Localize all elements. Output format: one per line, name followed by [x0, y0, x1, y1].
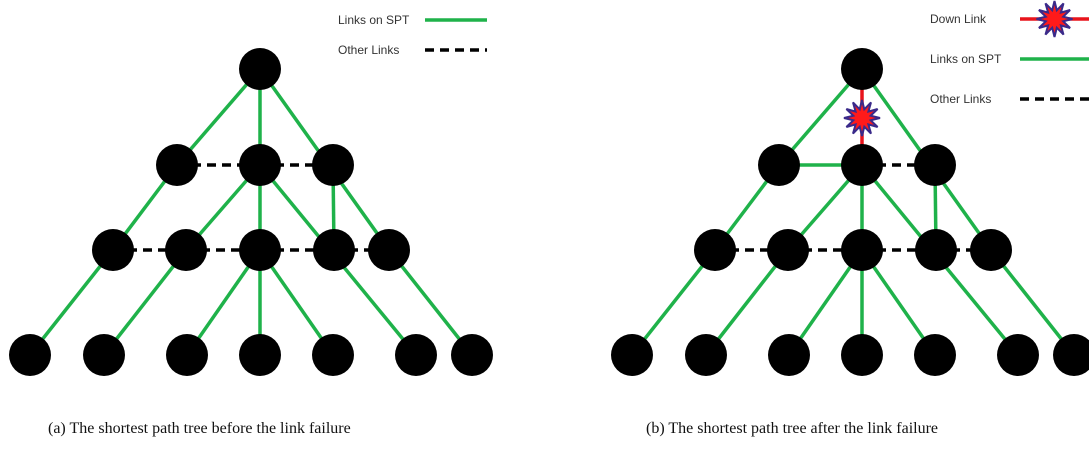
- panel-b-link-l2c-l3c-spt: [787, 249, 864, 356]
- panel-b-node-l3d: [841, 334, 883, 376]
- panel-a-node-l1c: [312, 144, 354, 186]
- panel-b-node-l1b: [841, 144, 883, 186]
- panel-a-link-l2a-l3a-spt: [28, 248, 115, 357]
- panel-b-link-l2a-l3a-spt: [630, 248, 717, 357]
- panel-b-diagram: [611, 48, 1089, 376]
- panel-b-node-l3e: [914, 334, 956, 376]
- panel-a-node-l2c: [239, 229, 281, 271]
- panel-a-legend-label-other: Other Links: [338, 43, 399, 57]
- panel-b-node-l3g: [1053, 334, 1089, 376]
- panel-b-node-l3a: [611, 334, 653, 376]
- panel-a-node-l3d: [239, 334, 281, 376]
- panel-a-node-l3a: [9, 334, 51, 376]
- panel-b-node-l3c: [768, 334, 810, 376]
- panel-b-link-l2c-l3e-spt: [860, 249, 937, 356]
- panel-b-node-l2c: [841, 229, 883, 271]
- panel-b-link-l2b-l3b-spt: [704, 248, 790, 357]
- panel-b-legend-label-spt: Links on SPT: [930, 52, 1002, 66]
- panel-b-node-root: [841, 48, 883, 90]
- panel-a-node-l2d: [313, 229, 355, 271]
- panel-a-diagram: [9, 48, 493, 376]
- panel-a-link-l2b-l3b-spt: [102, 248, 188, 357]
- panel-b-link-failure-burst-icon: [843, 99, 881, 137]
- panel-b-legend-burst-icon: [1036, 0, 1073, 38]
- panel-a-node-l2a: [92, 229, 134, 271]
- panel-b-node-l2b: [767, 229, 809, 271]
- panel-a-node-l2b: [165, 229, 207, 271]
- caption-b: (b) The shortest path tree after the lin…: [646, 420, 939, 437]
- panel-b-node-l1c: [914, 144, 956, 186]
- panel-a-link-root-l1a-spt: [175, 67, 262, 167]
- panel-a-node-l1a: [156, 144, 198, 186]
- panel-b-node-l2d: [915, 229, 957, 271]
- panel-a-node-root: [239, 48, 281, 90]
- panel-a-link-l2c-l3e-spt: [258, 249, 335, 356]
- panel-a-legend-label-spt: Links on SPT: [338, 13, 410, 27]
- panel-a-node-l1b: [239, 144, 281, 186]
- panel-b-legend-label-other: Other Links: [930, 92, 991, 106]
- caption-a: (a) The shortest path tree before the li…: [48, 420, 351, 437]
- panel-a-node-l3f: [395, 334, 437, 376]
- panel-a-node-l3b: [83, 334, 125, 376]
- panel-b-node-l3f: [997, 334, 1039, 376]
- panel-b-link-root-l1a-spt: [777, 67, 864, 167]
- panel-b-node-l2e: [970, 229, 1012, 271]
- panel-a-link-l2e-l3g-spt: [387, 248, 474, 357]
- panel-b-node-l2a: [694, 229, 736, 271]
- panel-b-node-l3b: [685, 334, 727, 376]
- panel-a-link-l2c-l3c-spt: [185, 249, 262, 356]
- panel-a-node-l3c: [166, 334, 208, 376]
- panel-a-legend: Links on SPT Other Links: [338, 13, 487, 57]
- panel-b-node-l1a: [758, 144, 800, 186]
- panel-a-node-l2e: [368, 229, 410, 271]
- panel-a-node-l3g: [451, 334, 493, 376]
- panel-b-legend-label-down: Down Link: [930, 12, 987, 26]
- panel-a-node-l3e: [312, 334, 354, 376]
- panel-b-link-l2e-l3g-spt: [989, 248, 1076, 357]
